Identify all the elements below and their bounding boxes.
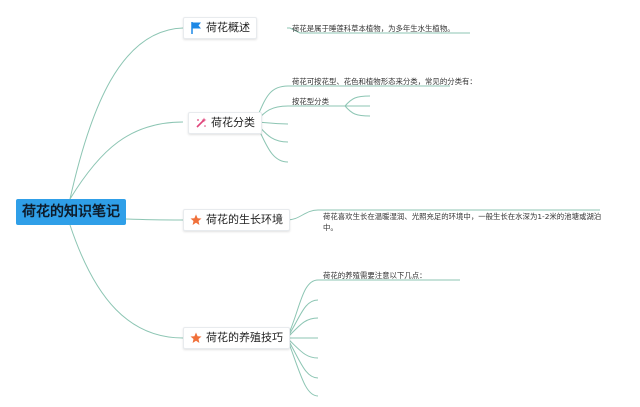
branch-cultivation-label: 荷花的养殖技巧 [206,331,283,344]
connector-cultivation-2 [286,299,319,339]
branch-classification-label: 荷花分类 [211,116,255,129]
connector-root-classification [69,121,184,200]
connector-classification-1 [254,85,450,123]
branch-environment[interactable]: 荷花的生长环境 [183,209,290,231]
branch-environment-label: 荷花的生长环境 [206,213,283,226]
connector-cultivation-3 [286,317,319,339]
branch-classification[interactable]: 荷花分类 [188,112,262,134]
leaf-classification-flower-type[interactable]: 按花型分类 [292,97,329,106]
connector-flowertype-1 [344,95,371,107]
star-icon [190,214,202,226]
connector-cultivation-1 [286,279,460,339]
connector-overview-leaf [287,27,470,34]
leaf-classification-intro[interactable]: 荷花可按花型、花色和植物形态来分类，常见的分类有： [292,77,477,86]
connector-classification-2 [254,105,345,123]
connector-root-environment [125,218,184,221]
connector-root-cultivation [69,224,184,339]
branch-cultivation[interactable]: 荷花的养殖技巧 [183,327,290,349]
connector-cultivation-6 [286,337,319,379]
magic-wand-icon [195,117,207,129]
connector-cultivation-5 [286,337,319,359]
star-icon [190,332,202,344]
branch-overview[interactable]: 荷花概述 [183,17,257,39]
connector-flowertype-3 [344,105,371,117]
flag-icon [190,22,202,34]
connector-environment-leaf [286,209,600,221]
root-node[interactable]: 荷花的知识笔记 [16,199,126,225]
connector-cultivation-7 [286,337,319,397]
leaf-overview[interactable]: 荷花是属于睡莲科草本植物，为多年生水生植物。 [292,24,455,33]
connector-root-overview [69,27,184,200]
leaf-environment[interactable]: 荷花喜欢生长在温暖湿润、光照充足的环境中，一般生长在水深为1-2米的池塘或湖泊中… [323,212,602,232]
leaf-cultivation-intro[interactable]: 荷花的养殖需要注意以下几点： [323,271,427,280]
branch-overview-label: 荷花概述 [206,21,250,34]
